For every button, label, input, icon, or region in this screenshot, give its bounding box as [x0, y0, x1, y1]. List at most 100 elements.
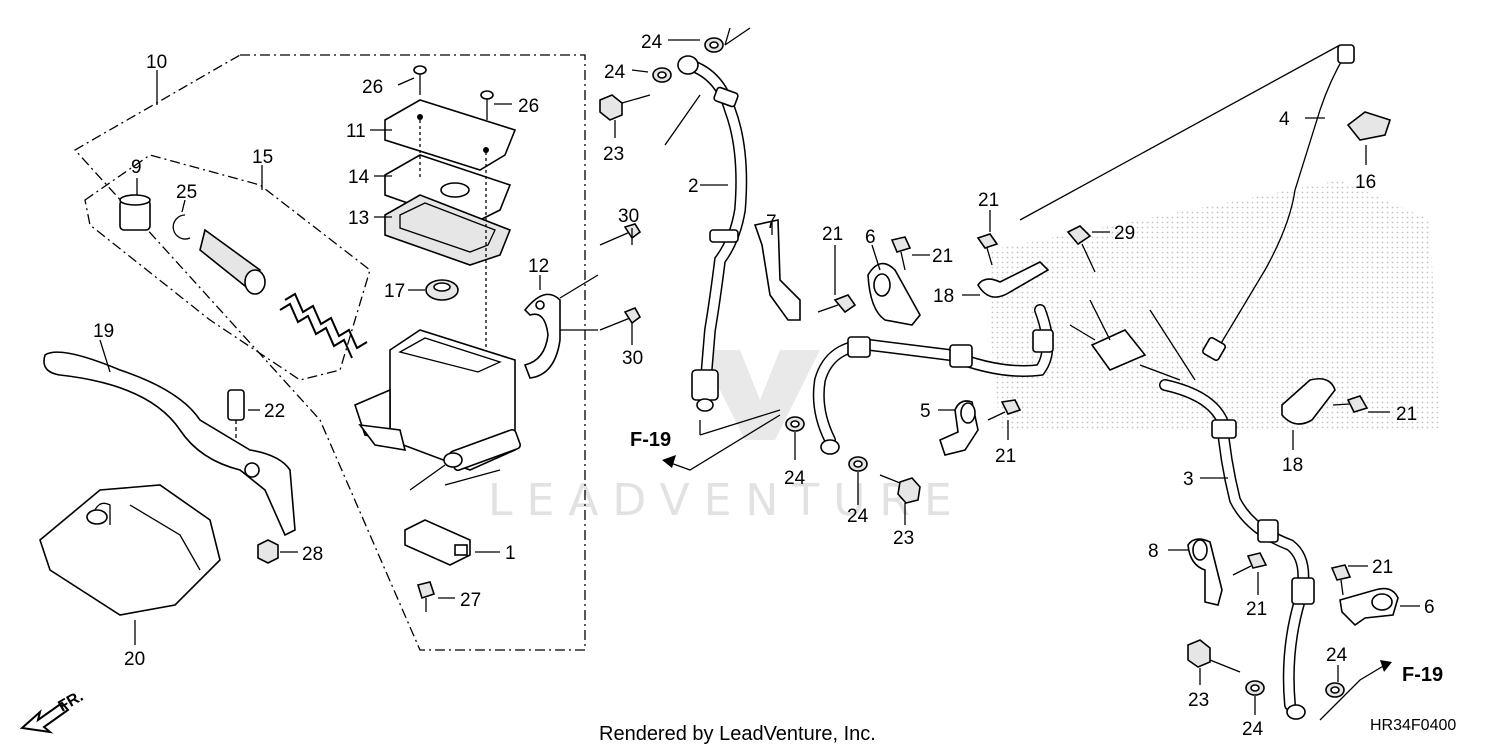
part-21-bolt-g: [1330, 564, 1352, 596]
three-way-joint: [1069, 324, 1181, 381]
part-24-washer-b: [704, 37, 724, 53]
callout-24-e: 24: [1242, 719, 1264, 740]
callout-17: 17: [384, 281, 405, 302]
part-18-clamp-a: [977, 261, 1050, 298]
piston: [199, 228, 266, 295]
part-25-circlip: [172, 214, 191, 240]
callout-21-f: 21: [1246, 599, 1267, 620]
part-9-cup: [119, 194, 151, 231]
part-19-brake-lever: [43, 351, 296, 537]
part-3-brake-hose: [1159, 379, 1315, 720]
callout-10: 10: [146, 52, 167, 73]
callout-26-a: 26: [362, 77, 383, 98]
part-26-screw-b: [480, 90, 494, 120]
callout-13: 13: [348, 208, 369, 229]
callout-21-g: 21: [1372, 557, 1393, 578]
callout-14: 14: [348, 167, 370, 188]
part-1-stop-switch: [404, 519, 471, 566]
part-26-screw-a: [413, 65, 427, 95]
callout-15: 15: [252, 147, 273, 168]
part-21-bolt-c: [987, 399, 1022, 421]
callout-6-b: 6: [1424, 597, 1435, 618]
callout-21-b: 21: [932, 246, 953, 267]
part-28-nut: [257, 539, 279, 564]
callout-5: 5: [920, 401, 931, 422]
part-20-lever-cover: [39, 484, 221, 616]
callout-29: 29: [1114, 223, 1135, 244]
brake-hose-middle: [812, 304, 1054, 455]
callout-9: 9: [131, 157, 142, 178]
part-12-holder: [523, 293, 561, 379]
callout-24-f: 24: [1326, 645, 1348, 666]
part-14-plate: [384, 154, 512, 226]
part-4-brake-pipe: [1202, 44, 1355, 361]
part-27-screw: [416, 581, 436, 612]
callout-7: 7: [766, 212, 777, 233]
callout-20: 20: [124, 649, 145, 670]
callout-24-a: 24: [641, 32, 663, 53]
front-direction-arrow: [19, 701, 70, 734]
part-24-washer-c: [785, 416, 805, 432]
piston-kit-boundary: [84, 154, 371, 381]
callout-27: 27: [460, 590, 481, 611]
ref-label-left: F-19: [630, 429, 671, 451]
callout-21-e: 21: [1396, 404, 1417, 425]
callout-8: 8: [1148, 541, 1159, 562]
callout-22: 22: [264, 401, 285, 422]
part-24-washer-e: [1245, 680, 1265, 696]
master-cylinder-assembly-boundary: [73, 54, 586, 651]
part-13-diaphragm: [384, 194, 512, 266]
callout-4: 4: [1279, 109, 1290, 130]
part-23-bolt-top: [599, 94, 651, 121]
part-23-bolt-middle: [879, 474, 921, 504]
callout-12: 12: [528, 256, 549, 277]
part-21-bolt-e: [1332, 395, 1369, 413]
callout-21-a: 21: [822, 224, 843, 245]
watermark-text: LEADVENTURE: [488, 475, 966, 526]
callout-1: 1: [505, 543, 516, 564]
callout-18-a: 18: [933, 286, 954, 307]
part-30-bolt-b: [599, 306, 642, 331]
part-18-clamp-b: [1281, 377, 1336, 425]
part-21-bolt-b: [890, 236, 912, 271]
part-22-pivot-bolt: [227, 389, 245, 440]
part-24-washer-d: [848, 456, 868, 472]
callout-6-a: 6: [865, 227, 876, 248]
part-7-bracket: [753, 219, 801, 321]
part-24-washer-f: [1325, 682, 1345, 698]
ref-arrow-right: [1319, 664, 1386, 721]
callout-28: 28: [302, 544, 323, 565]
callout-23-a: 23: [603, 144, 624, 165]
callout-26-b: 26: [518, 96, 539, 117]
ref-arrow-left: [667, 414, 781, 471]
callout-24-c: 24: [784, 468, 806, 489]
callout-23-c: 23: [1188, 690, 1209, 711]
dotted-backdrop: [990, 180, 1440, 430]
part-16-clip: [1346, 111, 1392, 141]
callout-3: 3: [1183, 469, 1194, 490]
callout-2: 2: [688, 176, 699, 197]
part-11-reservoir-cap: [384, 99, 517, 171]
callout-11: 11: [346, 121, 366, 142]
part-29-bolt: [1066, 225, 1096, 273]
callout-25: 25: [176, 182, 197, 203]
callout-23-b: 23: [893, 528, 914, 549]
part-23-bolt-bottom: [1187, 639, 1241, 673]
part-5-clamp: [939, 400, 979, 456]
callout-21-c: 21: [995, 446, 1016, 467]
spring: [279, 292, 368, 359]
footer-credit: Rendered by LeadVenture, Inc.: [599, 723, 876, 745]
callout-30-b: 30: [622, 348, 643, 369]
part-8-clamp: [1187, 538, 1223, 606]
watermark-logo: [700, 350, 820, 440]
callout-30-a: 30: [618, 206, 639, 227]
callout-18-b: 18: [1282, 455, 1303, 476]
callout-24-d: 24: [847, 506, 869, 527]
diagram-id: HR34F0400: [1370, 717, 1456, 734]
part-21-bolt-d: [976, 233, 999, 266]
callout-19: 19: [93, 321, 114, 342]
part-21-bolt-a: [817, 294, 857, 314]
part-21-bolt-f: [1232, 552, 1268, 576]
part-17-boot: [425, 279, 459, 301]
